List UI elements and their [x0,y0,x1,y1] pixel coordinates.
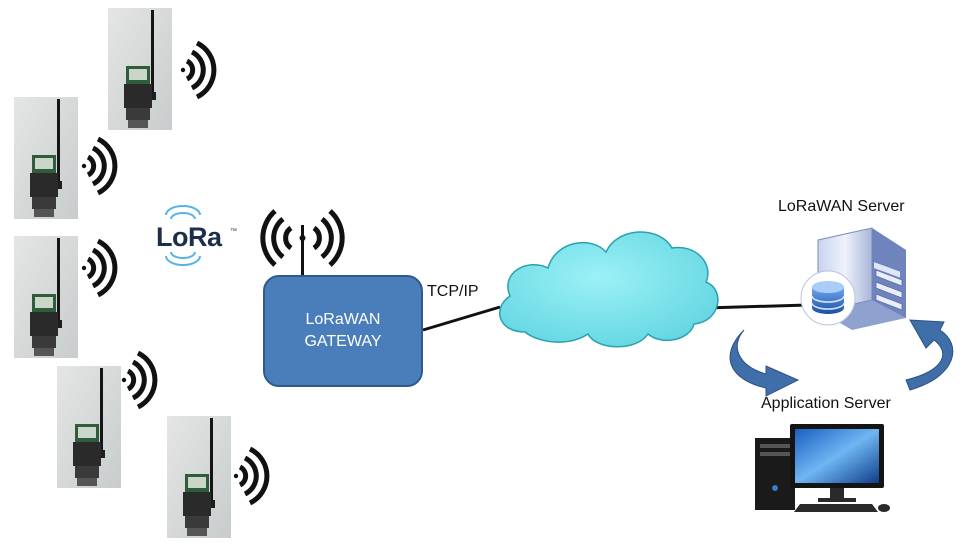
end-device-photo-2 [14,97,78,219]
database-icon [800,270,856,326]
desktop-computer-icon [755,424,890,512]
tcpip-link [422,305,501,332]
lorawan-gateway-box: LoRaWAN GATEWAY [263,275,423,387]
radio-signal-icon-1 [181,43,214,97]
cloud-server-link [704,303,809,310]
radio-signal-icon-2 [82,139,115,193]
gateway-label-line1: LoRaWAN [305,311,381,328]
end-device-photo-5 [167,416,231,538]
application-server-label: Application Server [761,395,891,412]
sync-arrow-icon-right [905,319,954,391]
end-device-photo-1 [108,8,172,130]
radio-signal-icon-4 [122,353,155,407]
tcpip-label: TCP/IP [427,283,479,300]
end-device-photo-3 [14,236,78,358]
end-device-photo-4 [57,366,121,488]
lora-logo-text: LoRa [156,222,222,252]
sync-arrow-icon-left [729,329,800,397]
gateway-label-line2: GATEWAY [304,333,382,350]
lorawan-server-label: LoRaWAN Server [778,198,905,215]
gateway-antenna-icon [260,209,345,275]
radio-signal-icon-3 [82,241,115,295]
lora-logo-waves [165,205,201,266]
lora-logo: LoRa ™ [156,210,240,266]
radio-signal-icon-5 [234,449,267,503]
cloud-icon [499,231,719,348]
lora-trademark: ™ [230,228,237,235]
